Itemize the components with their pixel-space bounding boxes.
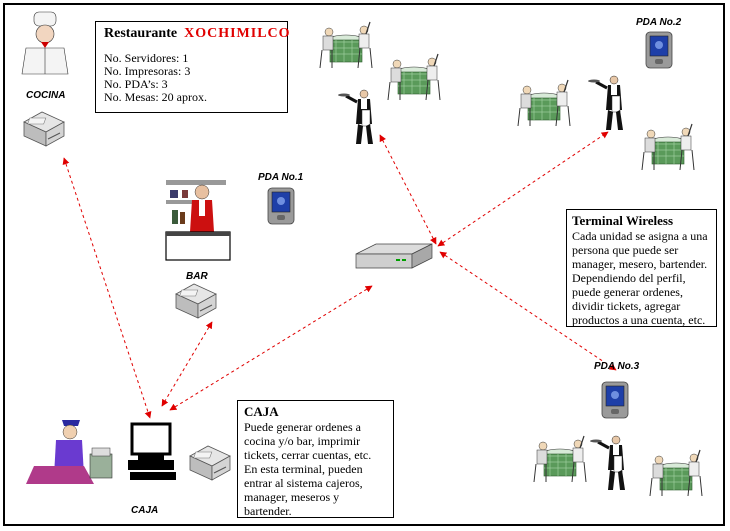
label-bar: BAR [186, 271, 208, 282]
waiter-2 [586, 74, 625, 132]
caja-body: Puede generar ordenes a cocina y/o bar, … [244, 420, 372, 518]
table-right-2 [641, 123, 695, 171]
table-right-1 [517, 79, 571, 127]
link-router-pda3 [439, 251, 617, 371]
link-kitchen-caja [62, 157, 152, 419]
diagram-frame [3, 3, 725, 526]
info-printers: No. Impresoras: 3 [104, 64, 191, 78]
link-router-waiter2 [437, 131, 609, 247]
label-pda3: PDA No.3 [594, 361, 640, 372]
wireless-terminal-box: Terminal Wireless Cada unidad se asigna … [566, 209, 717, 327]
info-tables: No. Mesas: 20 aprox. [104, 90, 207, 104]
table-top-2 [387, 53, 441, 101]
caja-info-box: CAJA Puede generar ordenes a cocina y/o … [237, 400, 394, 518]
cashier-figure [26, 420, 113, 484]
wireless-router [355, 243, 433, 269]
table-bottom-2 [649, 449, 703, 497]
label-pda2: PDA No.2 [636, 17, 682, 28]
caja-printer [189, 445, 231, 481]
link-bar-caja [161, 321, 213, 407]
pc-terminal [128, 422, 176, 480]
restaurant-title: Restaurante [104, 26, 178, 41]
waiter-1 [336, 88, 375, 146]
label-caja: CAJA [131, 505, 159, 516]
pda3-device [601, 381, 629, 419]
label-pda1: PDA No.1 [258, 172, 304, 183]
link-router-waiter1 [379, 134, 437, 245]
table-top-1 [319, 21, 373, 69]
caja-title: CAJA [244, 404, 279, 419]
wireless-title: Terminal Wireless [572, 213, 673, 228]
table-bottom-1 [533, 435, 587, 483]
restaurant-name: XOCHIMILCO [184, 26, 291, 41]
pda2-device [645, 31, 673, 69]
bar-printer [175, 283, 217, 319]
waiter-3 [588, 434, 627, 492]
kitchen-printer [23, 111, 65, 147]
wireless-body: Cada unidad se asigna a una persona que … [572, 229, 708, 327]
info-servers: No. Servidores: 1 [104, 51, 189, 65]
restaurant-info-box: Restaurante XOCHIMILCO No. Servidores: 1… [95, 21, 291, 113]
bar-illustration [165, 180, 231, 261]
chef-figure [21, 11, 69, 75]
label-cocina: COCINA [26, 90, 66, 101]
pda1-device [267, 187, 295, 225]
info-pdas: No. PDA’s: 3 [104, 77, 168, 91]
